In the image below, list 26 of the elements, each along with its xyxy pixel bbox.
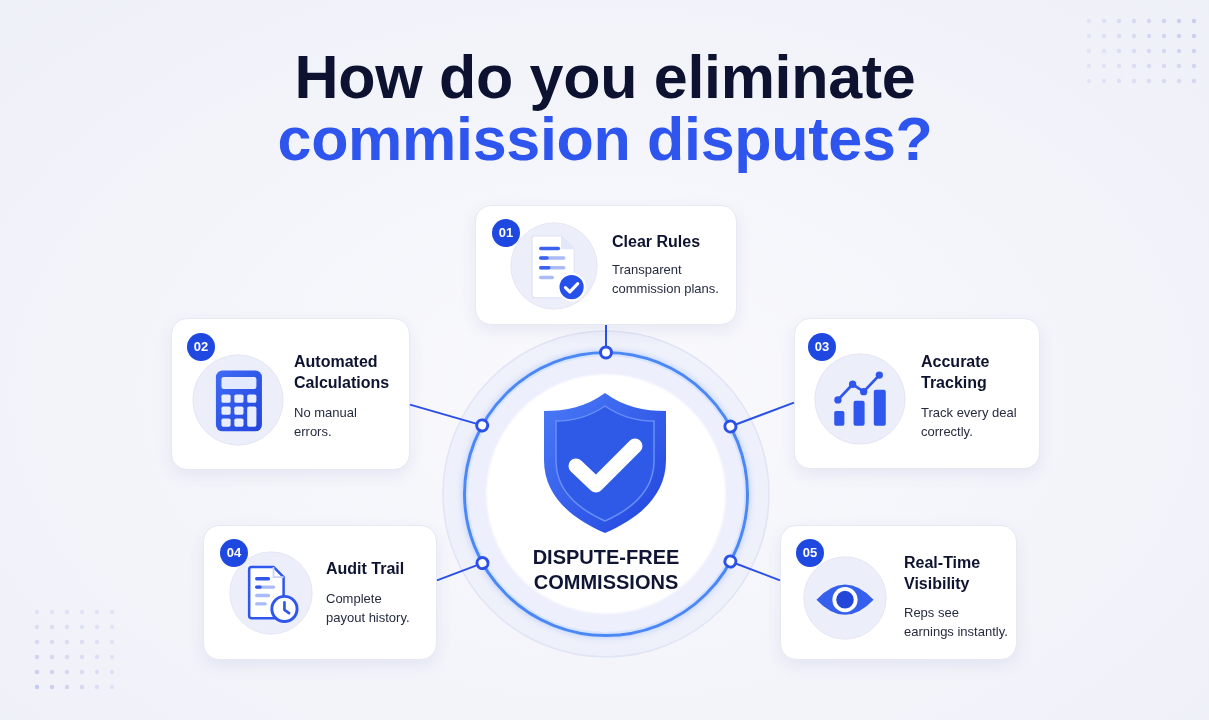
description-text: No manual errors. (294, 404, 358, 441)
feature-card (475, 205, 737, 325)
step-number: 04 (220, 539, 248, 567)
step-number: 02 (187, 333, 215, 361)
connector-line (436, 556, 490, 582)
card-heading: Clear Rules (612, 232, 702, 252)
description-text: Transparent commission plans. (612, 261, 720, 298)
card-heading: Automated Calculations (294, 352, 391, 393)
step-number: 01 (492, 219, 520, 247)
hub-label: DISPUTE-FREE COMMISSIONS (531, 545, 681, 595)
description-text: Track every deal correctly. (921, 404, 1018, 441)
description-text: Complete payout history. (326, 590, 411, 627)
connector-line (599, 324, 613, 360)
step-number: 03 (808, 333, 836, 361)
card-heading: Real-Time Visibility (904, 553, 982, 594)
connector-line (409, 403, 490, 433)
card-heading: Accurate Tracking (921, 352, 991, 393)
feature-card (171, 318, 410, 470)
card-heading: Audit Trail (326, 559, 406, 579)
feature-card (780, 525, 1017, 660)
step-number: 05 (796, 539, 824, 567)
feature-card (203, 525, 437, 660)
connector-line (723, 554, 781, 582)
description-text: Reps see earnings instantly. (904, 604, 1009, 641)
feature-card (794, 318, 1040, 469)
connector-line (723, 401, 795, 434)
